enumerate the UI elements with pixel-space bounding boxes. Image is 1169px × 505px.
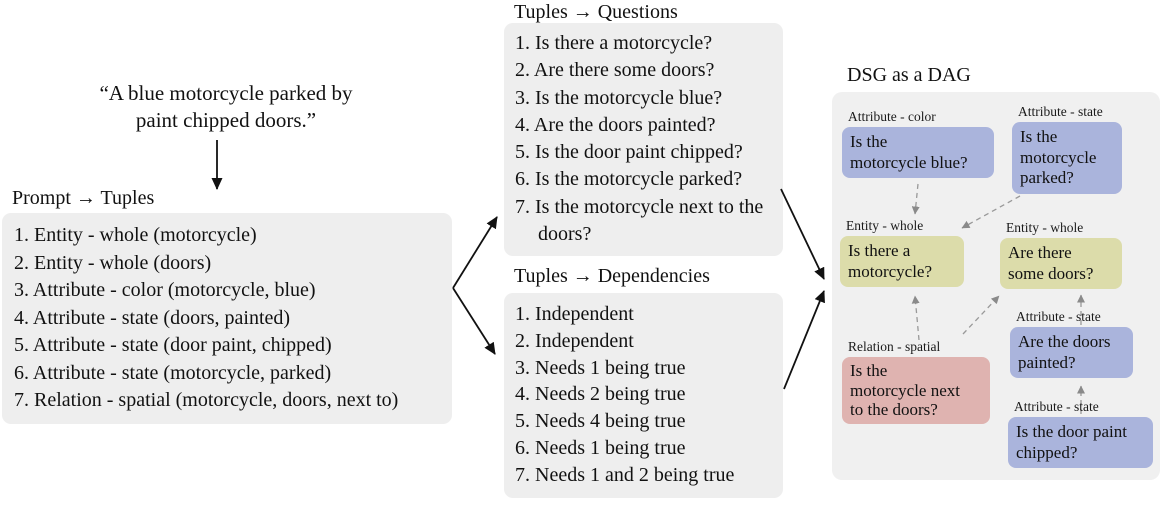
dependency-item: 5. Needs 4 being true: [515, 410, 686, 433]
dependency-item: 2. Independent: [515, 329, 634, 352]
question-item: 6. Is the motorcycle parked?: [515, 168, 743, 191]
dag-node-question: Is the motorcycle parked?: [1012, 122, 1122, 194]
arrow-tuples-to-questions: [452, 216, 498, 289]
dag-node-attribute-state-parked: Attribute - state Is the motorcycle park…: [1012, 104, 1122, 194]
arrow-tuples-to-dependencies: [452, 287, 496, 355]
dag-node-type-label: Attribute - state: [1016, 309, 1101, 324]
dag-node-question: Are the doors painted?: [1010, 327, 1133, 378]
question-item: 5. Is the door paint chipped?: [515, 141, 743, 164]
tuple-item: 6. Attribute - state (motorcycle, parked…: [14, 361, 332, 384]
tuple-item: 5. Attribute - state (door paint, chippe…: [14, 334, 332, 356]
dag-node-relation-spatial: Relation - spatial Is the motorcycle nex…: [842, 339, 990, 424]
tuples-to-dependencies-title: Tuples → Dependencies: [514, 265, 710, 287]
dag-node-question: Is the motorcycle next to the doors?: [842, 357, 990, 424]
dag-node-type-label: Entity - whole: [1006, 220, 1084, 235]
question-item: 4. Are the doors painted?: [515, 113, 716, 136]
dag-node-type-label: Attribute - state: [1014, 399, 1099, 414]
dag-node-question: Is the motorcycle blue?: [842, 127, 994, 178]
dependency-item: 6. Needs 1 being true: [515, 436, 686, 459]
dag-title: DSG as a DAG: [847, 64, 971, 86]
dependency-item: 4. Needs 2 being true: [515, 383, 686, 406]
tuple-item: 1. Entity - whole (motorcycle): [14, 224, 257, 246]
dependency-item: 7. Needs 1 and 2 being true: [515, 463, 735, 486]
tuples-list: 1. Entity - whole (motorcycle) 2. Entity…: [2, 213, 452, 424]
dependency-item: 1. Independent: [515, 303, 634, 325]
dag-node-type-label: Entity - whole: [846, 218, 924, 233]
question-item: 2. Are there some doors?: [515, 59, 715, 82]
dag-node-attribute-color: Attribute - color Is the motorcycle blue…: [842, 109, 994, 178]
dag-node-entity-doors: Entity - whole Are there some doors?: [1000, 220, 1122, 289]
dependencies-list: 1. Independent 2. Independent 3. Needs 1…: [504, 293, 783, 498]
dependency-item: 3. Needs 1 being true: [515, 356, 686, 379]
question-item: 3. Is the motorcycle blue?: [515, 86, 723, 109]
tuple-item: 7. Relation - spatial (motorcycle, doors…: [14, 389, 399, 411]
dag-node-question: Is there a motorcycle?: [840, 236, 964, 287]
tuple-item: 4. Attribute - state (doors, painted): [14, 306, 291, 329]
dag-node-type-label: Attribute - state: [1018, 104, 1103, 119]
dag-node-attribute-state-chipped: Attribute - state Is the door paint chip…: [1008, 399, 1153, 468]
tuple-item: 3. Attribute - color (motorcycle, blue): [14, 279, 316, 301]
questions-list: 1. Is there a motorcycle? 2. Are there s…: [504, 23, 783, 257]
dag-node-type-label: Relation - spatial: [848, 339, 941, 354]
dag-node-type-label: Attribute - color: [848, 109, 936, 124]
prompt-to-tuples-title: Prompt → Tuples: [12, 187, 155, 209]
tuple-item: 2. Entity - whole (doors): [14, 251, 212, 274]
prompt-quote: “A blue motorcycle parked by paint chipp…: [99, 81, 353, 132]
dag-node-question: Are there some doors?: [1000, 238, 1122, 289]
tuples-to-questions-title: Tuples → Questions: [514, 1, 678, 23]
question-item: 7. Is the motorcycle next to the doors?: [515, 195, 764, 246]
dag-node-entity-motorcycle: Entity - whole Is there a motorcycle?: [840, 218, 964, 287]
question-item: 1. Is there a motorcycle?: [515, 32, 713, 54]
dag-node-question: Is the door paint chipped?: [1008, 417, 1153, 468]
arrow-questions-to-dag: [780, 188, 825, 280]
dag-node-attribute-state-painted: Attribute - state Are the doors painted?: [1010, 309, 1133, 378]
arrow-dependencies-to-dag: [783, 290, 825, 390]
